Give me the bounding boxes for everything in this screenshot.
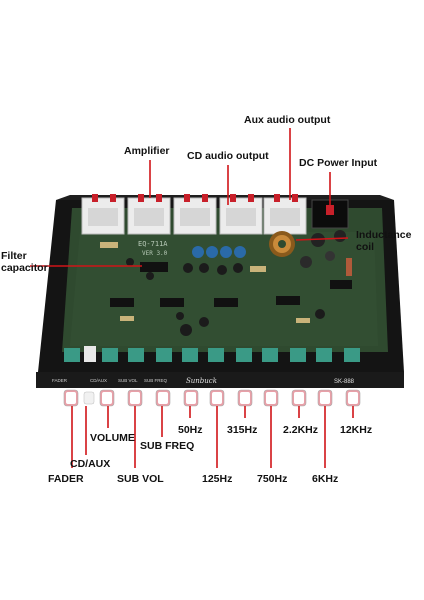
label-inductance-line2: coil xyxy=(356,241,375,253)
filter-capacitors xyxy=(126,246,246,280)
label-sub-vol: SUB VOL xyxy=(117,473,164,485)
label-750hz: 750Hz xyxy=(257,473,288,485)
label-315hz: 315Hz xyxy=(227,424,258,436)
ic-chips xyxy=(110,262,352,307)
panel-silk-fader: FADER xyxy=(52,378,68,383)
panel-brand: Sunbuck xyxy=(186,377,217,385)
label-filter-line2: capacitor xyxy=(1,262,48,274)
label-inductance-line1: Inductance xyxy=(356,229,412,241)
label-125hz: 125Hz xyxy=(202,473,233,485)
panel-model: SK-888 xyxy=(334,379,355,385)
label-cd-aux: CD/AUX xyxy=(70,458,111,470)
label-fader: FADER xyxy=(48,473,84,485)
board-silk-version: VER 3.0 xyxy=(142,250,168,257)
label-6khz: 6KHz xyxy=(312,473,339,485)
panel-silk-sub-vol: SUB VOL xyxy=(118,378,138,383)
panel-silk-sub-freq: SUB FREQ xyxy=(144,378,168,383)
label-volume: VOLUME xyxy=(90,432,135,444)
label-12khz: 12KHz xyxy=(340,424,373,436)
label-sub-freq: SUB FREQ xyxy=(140,440,195,452)
front-panel xyxy=(36,372,404,388)
label-dc-power-input: DC Power Input xyxy=(299,157,378,169)
front-knobs xyxy=(63,389,361,407)
label-50hz: 50Hz xyxy=(178,424,203,436)
label-inductance-coil: Inductance coil xyxy=(356,229,411,253)
slider-bases xyxy=(64,346,360,362)
rca-connectors xyxy=(81,194,307,235)
label-filter-line1: Filter xyxy=(1,250,27,262)
inductance-coil xyxy=(269,231,295,257)
label-cd-audio-output: CD audio output xyxy=(187,150,269,162)
board-silk-id: EQ-711A xyxy=(138,240,168,248)
label-aux-audio-output: Aux audio output xyxy=(244,114,331,126)
label-amplifier: Amplifier xyxy=(124,145,170,157)
callout-lines xyxy=(30,128,354,468)
panel-silk-cd-aux: CD/AUX xyxy=(90,378,107,383)
label-filter-capacitor: Filter capacitor xyxy=(1,250,48,274)
label-2-2khz: 2.2KHz xyxy=(283,424,319,436)
